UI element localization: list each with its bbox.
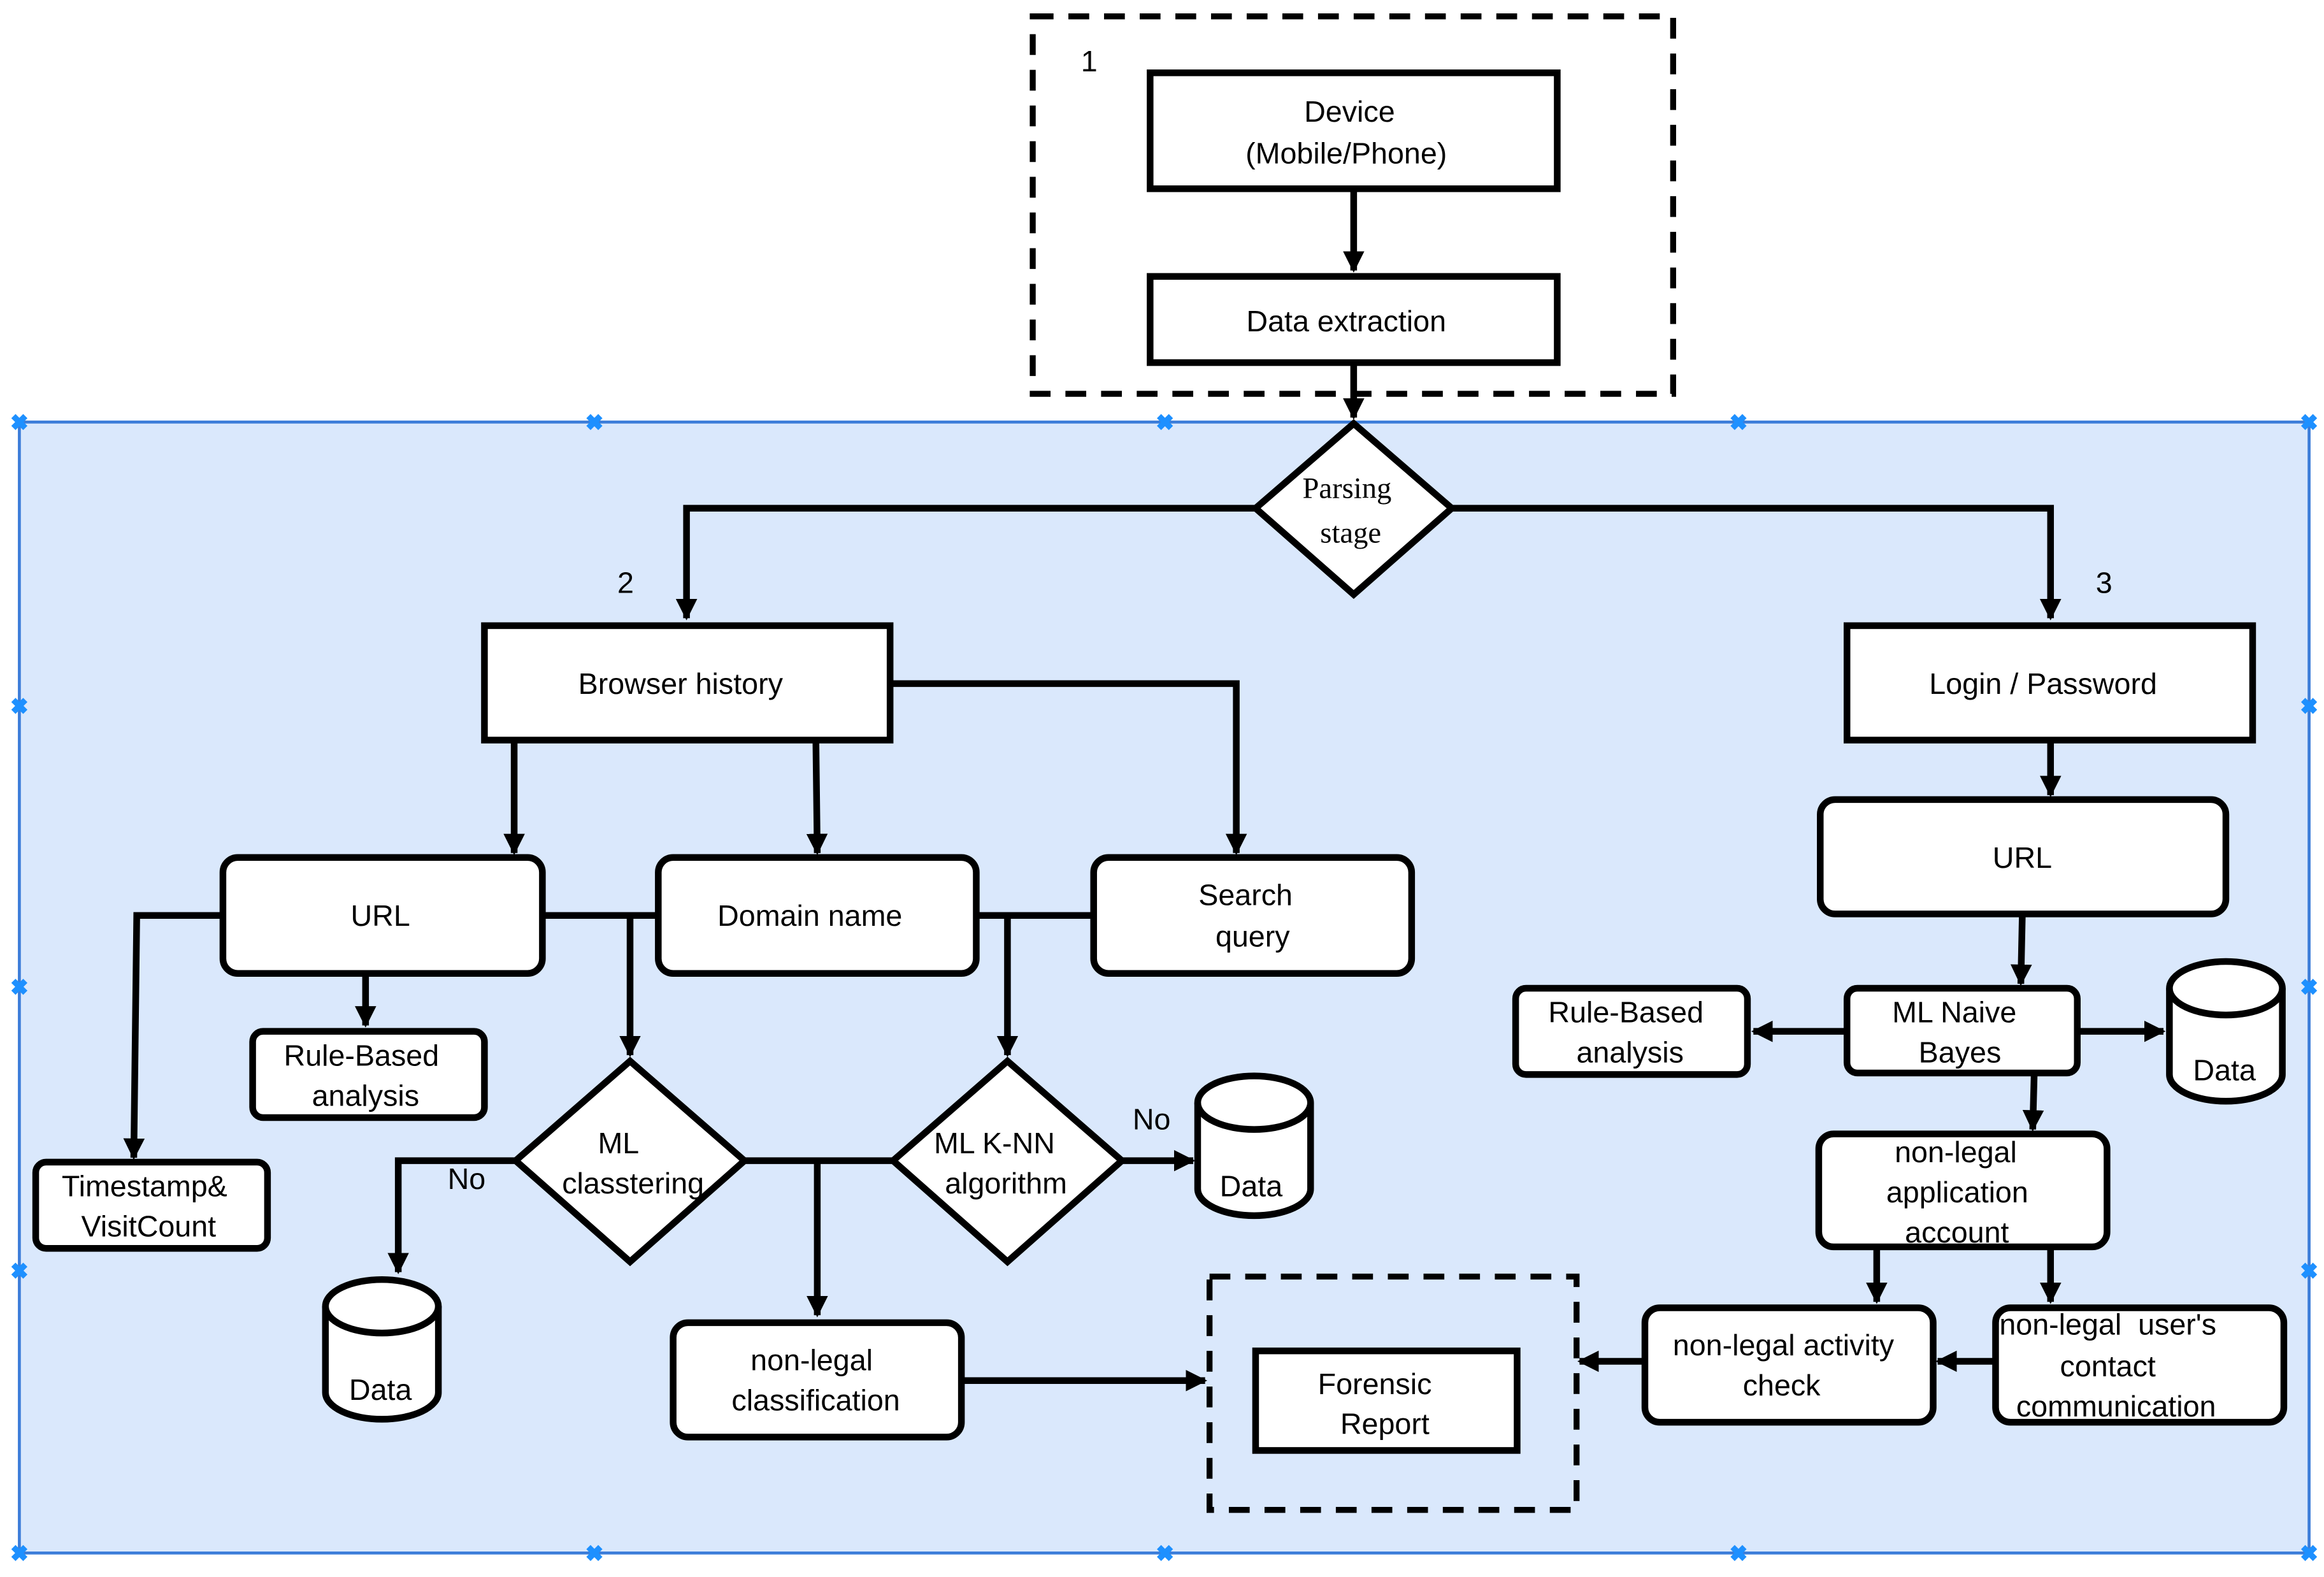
selection-handle[interactable] [11, 414, 28, 431]
data-store-left[interactable]: Data [322, 1276, 442, 1423]
forensic-report-label: Forensic Report [1318, 1367, 1440, 1441]
edge-url-to-timestamp [123, 912, 223, 1160]
search-query-node[interactable]: Search query [1090, 854, 1416, 977]
selection-handle[interactable] [2300, 414, 2318, 431]
ml-naive-bayes-node[interactable]: ML Naive Bayes [1843, 984, 2081, 1077]
forensic-report-group[interactable] [1206, 1273, 1580, 1513]
connectors [123, 189, 2166, 1392]
data-extraction-label: Data extraction [1246, 305, 1446, 338]
forensic-report-node[interactable]: Forensic Report [1252, 1347, 1521, 1454]
search-query-label: Search query [1198, 878, 1301, 953]
domain-name-node[interactable]: Domain name [655, 854, 980, 977]
timestamp-label: Timestamp& VisitCount [62, 1170, 236, 1243]
selection-handle[interactable] [11, 979, 28, 995]
selection-handle[interactable] [11, 698, 28, 714]
data-store-mid-label: Data [1220, 1170, 1283, 1203]
login-password-node[interactable]: Login / Password [1843, 622, 2256, 744]
non-legal-activity-node[interactable]: non-legal activity check [1641, 1304, 1937, 1426]
selection-handle[interactable] [1730, 1545, 1747, 1561]
parsing-stage-decision[interactable]: Parsing stage [1250, 419, 1457, 599]
data-store-right-label: Data [2193, 1054, 2256, 1087]
device-node[interactable]: Device (Mobile/Phone) [1147, 69, 1561, 192]
ml-clustering-label: ML classtering [562, 1127, 704, 1200]
rule-based-left-label: Rule-Based analysis [284, 1039, 448, 1112]
selection-handle[interactable] [586, 1545, 603, 1561]
ml-knn-decision[interactable]: ML K-NN algorithm [887, 1056, 1127, 1267]
no-label-clustering: No [448, 1162, 486, 1195]
non-legal-account-node[interactable]: non-legal application account [1815, 1130, 2111, 1251]
non-legal-classification-node[interactable]: non-legal classification [670, 1319, 965, 1441]
rule-based-right-label: Rule-Based analysis [1548, 996, 1712, 1069]
selection-handle[interactable] [11, 1545, 28, 1561]
timestamp-node[interactable]: Timestamp& VisitCount [32, 1158, 271, 1252]
edge-parsing-to-browser [675, 505, 1256, 621]
edge-url-to-naive-bayes [2010, 914, 2032, 986]
selection-handle[interactable] [1157, 414, 1173, 431]
no-label-knn: No [1133, 1103, 1171, 1136]
ml-naive-bayes-label: ML Naive Bayes [1892, 996, 2025, 1069]
selection-handle[interactable] [1730, 414, 1747, 431]
data-store-mid[interactable]: Data [1194, 1072, 1314, 1220]
edge-parsing-to-login [1451, 505, 2062, 621]
non-legal-contact-label: non-legal user's contact communication [1999, 1307, 2216, 1422]
selection-handle[interactable] [11, 1262, 28, 1279]
ml-knn-label: ML K-NN algorithm [934, 1127, 1067, 1200]
url-node-right[interactable]: URL [1817, 796, 2230, 918]
selection-handle[interactable] [2300, 979, 2318, 995]
domain-name-label: Domain name [717, 899, 902, 932]
data-store-right[interactable]: Data [2166, 958, 2286, 1105]
non-legal-classification-label: non-legal classification [731, 1343, 900, 1416]
edge-browser-to-domain [806, 732, 828, 856]
device-node-label: Device (Mobile/Phone) [1245, 95, 1447, 169]
rule-based-node-right[interactable]: Rule-Based analysis [1512, 984, 1751, 1078]
rule-based-node-left[interactable]: Rule-Based analysis [249, 1028, 488, 1121]
non-legal-contact-node[interactable]: non-legal user's contact communication [0, 0, 2288, 1426]
selection-handle[interactable] [2300, 1262, 2318, 1279]
selection-handle[interactable] [1157, 1545, 1173, 1561]
url-left-label: URL [351, 899, 410, 932]
browser-history-node[interactable]: Browser history [481, 622, 894, 744]
stage1-label: 1 [1081, 45, 1098, 78]
ml-clustering-decision[interactable]: ML classtering [510, 1056, 750, 1267]
parsing-stage-label: Parsing stage [1302, 472, 1399, 549]
selection-handle[interactable] [586, 414, 603, 431]
url-right-label: URL [1993, 841, 2052, 874]
stage2-label: 2 [617, 566, 634, 600]
selection-handle[interactable] [2300, 698, 2318, 714]
login-password-label: Login / Password [1929, 667, 2157, 700]
data-extraction-node[interactable]: Data extraction [1147, 273, 1561, 366]
selection-handle[interactable] [2300, 1545, 2318, 1561]
edge-bayes-to-account [2022, 1072, 2044, 1132]
browser-history-label: Browser history [578, 667, 784, 700]
data-store-left-label: Data [349, 1373, 412, 1406]
non-legal-account-label: non-legal application account [1886, 1135, 2037, 1249]
url-node-left[interactable]: URL [219, 854, 546, 977]
non-legal-activity-label: non-legal activity check [1673, 1329, 1902, 1402]
edge-browser-to-search [890, 680, 1247, 856]
edge-clustering-no-to-data [387, 1157, 516, 1274]
stage3-label: 3 [2096, 566, 2112, 600]
selection-handles [11, 414, 2318, 1561]
